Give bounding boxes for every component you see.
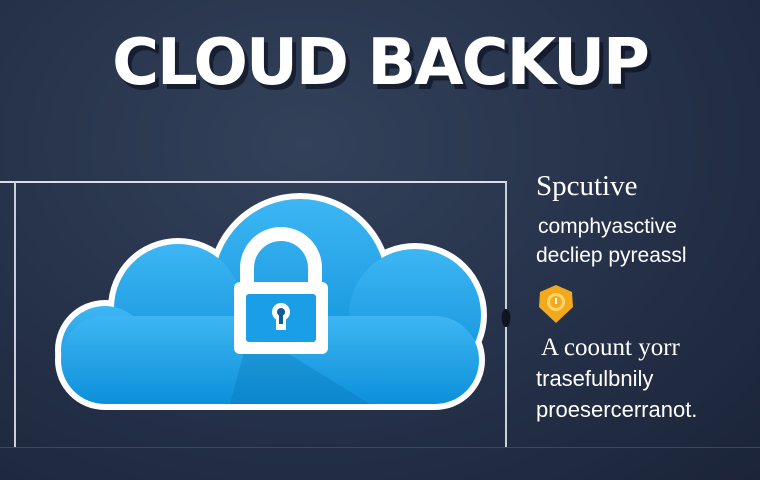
connector-dot [501, 309, 511, 327]
side-line-2: decliep pyreassl [536, 244, 687, 267]
page-title: CLOUD BACKUP [112, 26, 650, 100]
shield-badge-icon [539, 285, 573, 323]
cloud-icon [55, 193, 487, 410]
side-line-1: comphyasctive [538, 215, 677, 238]
frame-top-line [0, 181, 507, 183]
side-heading: Spcutive [536, 170, 638, 202]
side-line-5: proesercerranot. [536, 397, 698, 422]
frame-bottom-line [0, 447, 760, 448]
side-line-4: trasefulbnily [536, 366, 654, 391]
frame-left-line [14, 182, 16, 448]
side-line-3: A coount yorr [541, 334, 680, 361]
padlock-icon [234, 227, 328, 354]
